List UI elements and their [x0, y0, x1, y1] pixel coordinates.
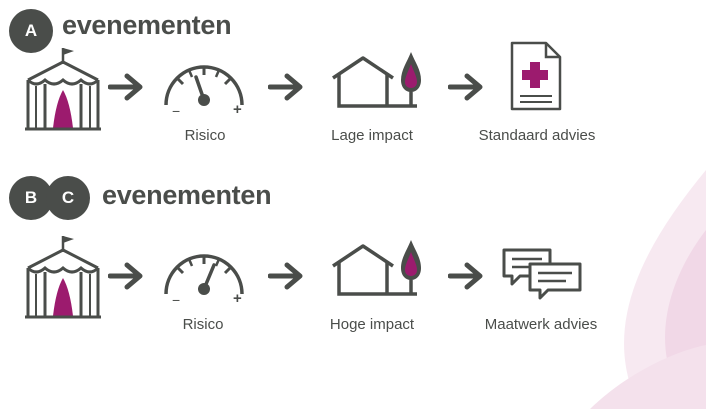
row-bc-advice-label: Maatwerk advies	[484, 316, 598, 333]
row-a-impact-label: Lage impact	[331, 127, 413, 144]
row-bc-heading: evenementen	[102, 180, 272, 210]
row-a-risk-label: Risico	[184, 127, 226, 144]
arrow-right-icon	[108, 73, 143, 101]
arrow-right-icon	[268, 73, 303, 101]
row-bc-impact-label: Hoge impact	[329, 316, 415, 333]
badge-c: C	[46, 176, 90, 220]
gauge-plus-mark: +	[233, 101, 242, 118]
badge-a: A	[9, 9, 53, 53]
arrow-right-icon	[108, 262, 143, 290]
gauge-minus-mark: −	[172, 103, 181, 119]
row-a-heading: evenementen	[62, 10, 232, 40]
arrow-right-icon	[448, 262, 483, 290]
arrow-right-icon	[448, 73, 483, 101]
arrow-right-icon	[268, 262, 303, 290]
circus-tent-icon	[25, 48, 101, 131]
row-bc-risk-label: Risico	[182, 316, 224, 333]
medical-document-icon	[510, 41, 562, 111]
badge-b: B	[9, 176, 53, 220]
house-fire-icon	[332, 240, 421, 296]
circus-tent-icon	[25, 236, 101, 319]
gauge-plus-mark: +	[233, 290, 242, 307]
gauge-icon	[164, 65, 244, 106]
house-fire-icon	[332, 52, 421, 108]
gauge-minus-mark: −	[172, 292, 181, 308]
gauge-icon	[164, 254, 244, 295]
row-a-advice-label: Standaard advies	[478, 127, 596, 144]
chat-bubbles-icon	[502, 248, 582, 300]
